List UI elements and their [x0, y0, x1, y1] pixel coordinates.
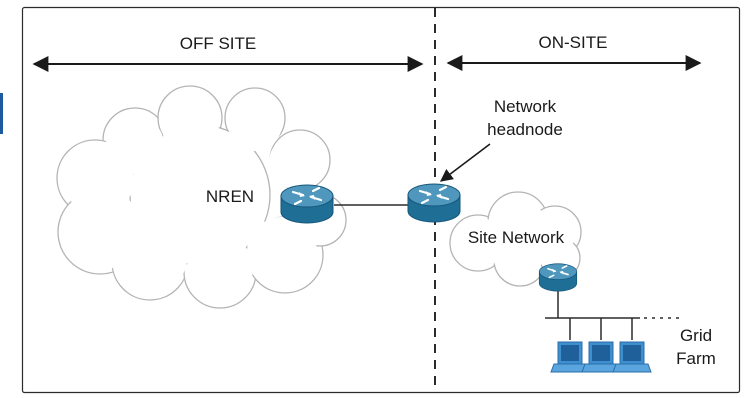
headnode-pointer-arrow [439, 143, 491, 182]
grid-farm-label-line2: Farm [676, 349, 716, 368]
site-router-icon [538, 262, 578, 292]
site-network-cloud-fill [455, 198, 575, 279]
nren-label: NREN [206, 187, 254, 206]
grid-farm-label-line1: Grid [680, 326, 712, 345]
headnode-label-line1: Network [494, 97, 557, 116]
nren-cloud-fill [64, 95, 338, 301]
on-site-label: ON-SITE [539, 33, 608, 52]
nren-router-icon [279, 183, 335, 225]
headnode-router-icon [406, 182, 462, 224]
site-network-label: Site Network [468, 228, 565, 247]
left-edge-marker [0, 93, 3, 134]
off-site-label: OFF SITE [180, 34, 257, 53]
headnode-label-line2: headnode [487, 120, 563, 139]
